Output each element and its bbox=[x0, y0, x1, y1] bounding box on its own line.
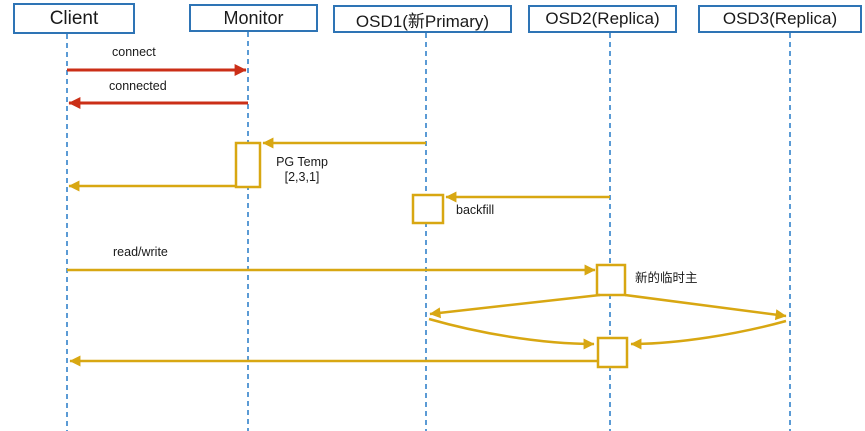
label-pg-temp: PG Temp [2,3,1] bbox=[264, 155, 340, 185]
label-connect: connect bbox=[112, 45, 156, 59]
label-backfill: backfill bbox=[456, 203, 495, 217]
activation-osd1 bbox=[411, 193, 445, 225]
actor-osd2: OSD2(Replica) bbox=[528, 5, 677, 33]
arrow-osd2-to-osd3 bbox=[624, 293, 787, 321]
actor-osd3-label: OSD3(Replica) bbox=[722, 9, 838, 28]
activation-osd2-temp-primary bbox=[595, 263, 627, 297]
actor-osd2-label: OSD2(Replica) bbox=[545, 9, 660, 28]
arrow-osd1-to-osd2 bbox=[428, 317, 595, 350]
actor-osd1: OSD1(新Primary) bbox=[333, 5, 512, 33]
label-pg-temp-line1: PG Temp bbox=[276, 155, 328, 169]
arrow-osd2-to-osd1 bbox=[429, 293, 601, 319]
actor-monitor-label: Monitor bbox=[223, 7, 284, 28]
actor-monitor: Monitor bbox=[189, 4, 318, 32]
label-connected: connected bbox=[109, 79, 167, 93]
actor-client-label: Client bbox=[49, 7, 99, 29]
label-read-write: read/write bbox=[113, 245, 168, 259]
actor-osd1-label: OSD1(新Primary) bbox=[355, 11, 490, 31]
label-pg-temp-line2: [2,3,1] bbox=[284, 170, 320, 184]
activation-osd2-ack bbox=[596, 336, 629, 369]
label-temp-primary-note: 新的临时主 bbox=[635, 271, 698, 285]
arrow-osd3-to-osd2 bbox=[630, 319, 787, 350]
actor-osd3: OSD3(Replica) bbox=[698, 5, 862, 33]
actor-client: Client bbox=[13, 3, 135, 34]
activation-monitor bbox=[234, 141, 262, 189]
